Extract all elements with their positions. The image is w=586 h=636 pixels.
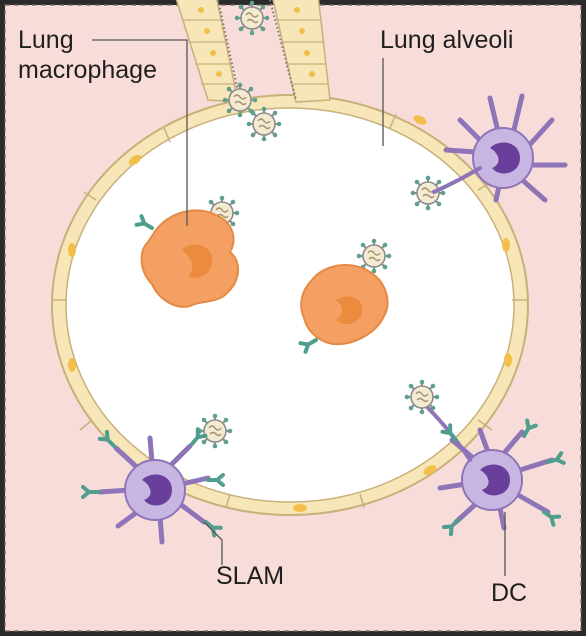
- virus-particle-airway-1: [235, 1, 270, 36]
- virus-particle-5: [405, 380, 440, 415]
- macrophage-label-line2: macrophage: [18, 56, 157, 84]
- virus-particle-3: [411, 176, 446, 211]
- virus-particle-4: [198, 414, 233, 449]
- macrophage-label-line1: Lung: [18, 26, 74, 54]
- alveoli-label: Lung alveoli: [380, 26, 513, 54]
- dc-label: DC: [491, 579, 527, 607]
- virus-particle-airway-3: [247, 107, 282, 142]
- slam-label: SLAM: [216, 562, 284, 590]
